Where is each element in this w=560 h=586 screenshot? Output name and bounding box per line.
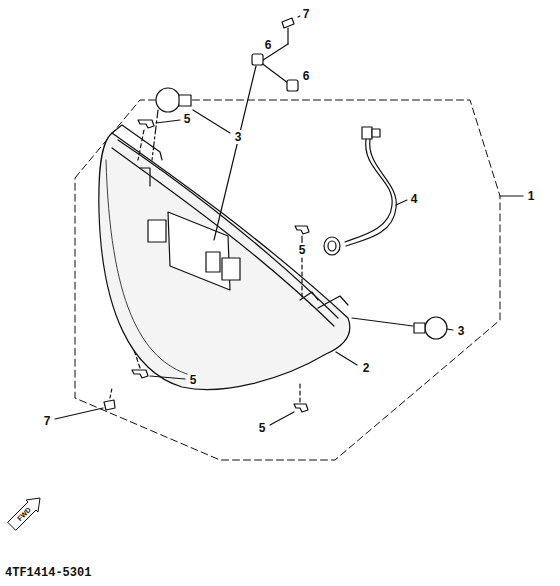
callout-number: 1 bbox=[526, 189, 537, 203]
callout-number: 3 bbox=[233, 130, 244, 144]
callout-number: 6 bbox=[301, 69, 312, 83]
callout-number: 7 bbox=[301, 7, 312, 21]
callout-number: 6 bbox=[263, 38, 274, 52]
callout-number: 2 bbox=[361, 361, 372, 375]
callout-number: 5 bbox=[257, 421, 268, 435]
drawing-code: 4TF1414-5301 bbox=[3, 566, 93, 580]
callout-number: 5 bbox=[188, 373, 199, 387]
callout-number: 5 bbox=[297, 243, 308, 257]
callout-number: 7 bbox=[42, 414, 53, 428]
callout-number: 3 bbox=[456, 324, 467, 338]
callout-number: 5 bbox=[182, 112, 193, 126]
callout-number: 4 bbox=[409, 192, 420, 206]
